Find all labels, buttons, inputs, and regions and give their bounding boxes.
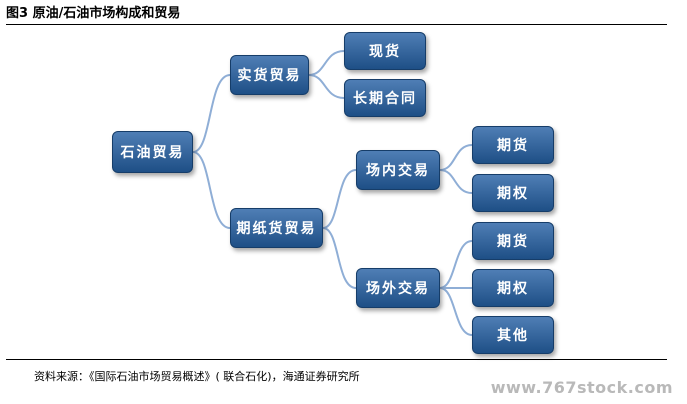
source-note: 资料来源：《国际石油市场贸易概述》( 联合石化)，海通证券研究所 [34,370,360,383]
node-otc-trading: 场外交易 [356,268,440,308]
link-spot-trade-long-term [308,74,345,99]
link-root-paper-trade [192,151,231,229]
bottom-rule [6,359,667,360]
top-rule [6,24,667,25]
node-spot-trade: 实货贸易 [230,55,309,95]
node-exchange-futures: 期货 [472,126,554,164]
node-spot: 现货 [344,32,426,70]
node-otc-options: 期权 [472,269,554,307]
link-paper-trade-exchange [322,169,357,229]
node-long-term-contract: 长期合同 [344,79,426,117]
figure-title: 图3 原油/石油市场构成和贸易 [6,6,181,21]
watermark: www.767stock.com [490,378,673,397]
link-paper-trade-otc [322,227,357,289]
node-otc-other: 其他 [472,316,554,354]
node-paper-trade: 期纸货贸易 [230,208,323,248]
node-otc-futures: 期货 [472,222,554,260]
node-oil-trade: 石油贸易 [112,131,193,173]
link-exchange-options [439,169,473,194]
node-exchange-options: 期权 [472,174,554,212]
link-exchange-futures [439,144,473,171]
link-spot-trade-spot [308,50,345,76]
node-exchange-trading: 场内交易 [356,150,440,190]
link-root-spot-trade [192,74,231,153]
link-otc-futures [439,240,473,289]
link-otc-other [439,287,473,336]
